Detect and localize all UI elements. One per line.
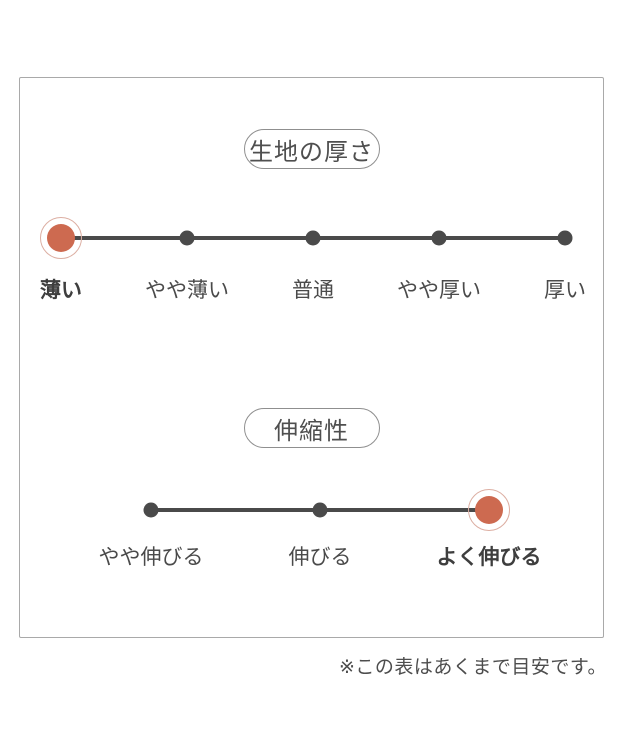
- scale-point-label: 薄い: [40, 279, 82, 302]
- scale-point-label: よく伸びる: [436, 546, 542, 569]
- footnote: ※この表はあくまで目安です。: [338, 657, 607, 678]
- selected-marker-ring: [468, 489, 510, 531]
- scale-point-label: やや厚い: [397, 279, 481, 302]
- selected-scale-dot: [47, 224, 75, 252]
- scale-point-label: やや薄い: [145, 279, 229, 302]
- spec-panel: 生地の厚さ 薄い やや薄い 普通 やや厚い 厚い 伸縮性 やや伸びる 伸びる よく伸びる: [19, 77, 604, 638]
- selected-marker-ring: [40, 217, 82, 259]
- stretch-title: 伸縮性: [274, 417, 349, 445]
- scale-dot: [143, 502, 159, 518]
- scale-dot: [431, 230, 447, 246]
- scale-dot: [305, 230, 321, 246]
- thickness-title-badge: 生地の厚さ: [243, 129, 380, 169]
- scale-dot: [179, 230, 195, 246]
- selected-scale-dot: [475, 496, 503, 524]
- thickness-title: 生地の厚さ: [249, 138, 374, 166]
- scale-point-label: 厚い: [544, 279, 586, 302]
- scale-point-label: 普通: [292, 279, 334, 302]
- scale-point-label: 伸びる: [288, 546, 352, 569]
- scale-dot: [312, 502, 328, 518]
- scale-point-label: やや伸びる: [98, 546, 204, 569]
- scale-dot: [557, 230, 573, 246]
- stretch-title-badge: 伸縮性: [243, 408, 380, 448]
